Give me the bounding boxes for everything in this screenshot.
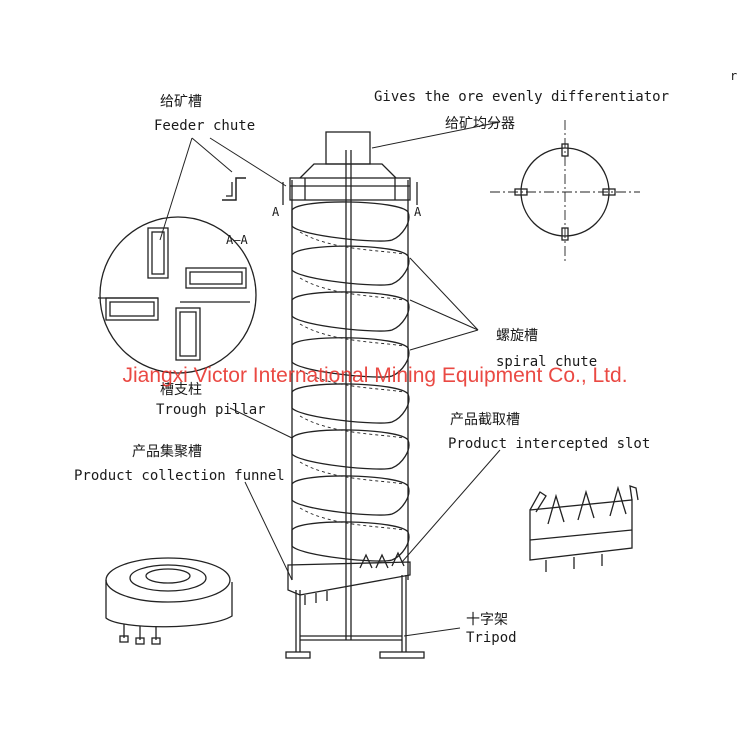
- label-tripod-en: Tripod: [466, 630, 517, 646]
- differentiator-top-view: [490, 120, 640, 262]
- label-collection-funnel-cn: 产品集聚槽: [132, 443, 202, 460]
- label-spiral-chute-cn: 螺旋槽: [496, 328, 538, 344]
- ore-distributor-box: [325, 131, 371, 165]
- label-corner-mark: r: [730, 69, 737, 83]
- product-intercepted-slot-detail: [529, 485, 639, 572]
- leader-lines: [159, 121, 501, 637]
- label-feeder-chute-en: Feeder chute: [154, 118, 255, 134]
- watermark-company: Jiangxi Victor International Mining Equi…: [122, 364, 627, 387]
- label-intercepted-slot-cn: 产品截取槽: [450, 412, 520, 428]
- label-differentiator-cn: 给矿均分器: [445, 116, 515, 132]
- label-spiral-chute-en: spiral chute: [496, 354, 597, 370]
- product-collection-funnel-detail: [105, 557, 233, 645]
- label-section-a-right: A: [414, 205, 422, 219]
- section-view-aa: [98, 177, 257, 374]
- label-intercepted-slot-en: Product intercepted slot: [448, 436, 650, 452]
- label-section-aa: A—A: [226, 233, 248, 247]
- tripod: [285, 575, 425, 659]
- label-trough-pillar-cn: 槽支柱: [160, 382, 202, 398]
- label-differentiator-en: Gives the ore evenly differentiator: [374, 89, 669, 105]
- label-trough-pillar-en: Trough pillar: [156, 402, 266, 418]
- feeder-head: [299, 163, 397, 179]
- label-section-a-left: A: [272, 205, 280, 219]
- label-feeder-chute-cn: 给矿槽: [160, 94, 202, 110]
- collection-funnel-main: [287, 561, 411, 596]
- label-collection-funnel-en: Product collection funnel: [74, 468, 285, 484]
- label-tripod-cn: 十字架: [466, 612, 508, 628]
- spiral-chute-assembly: [282, 131, 425, 659]
